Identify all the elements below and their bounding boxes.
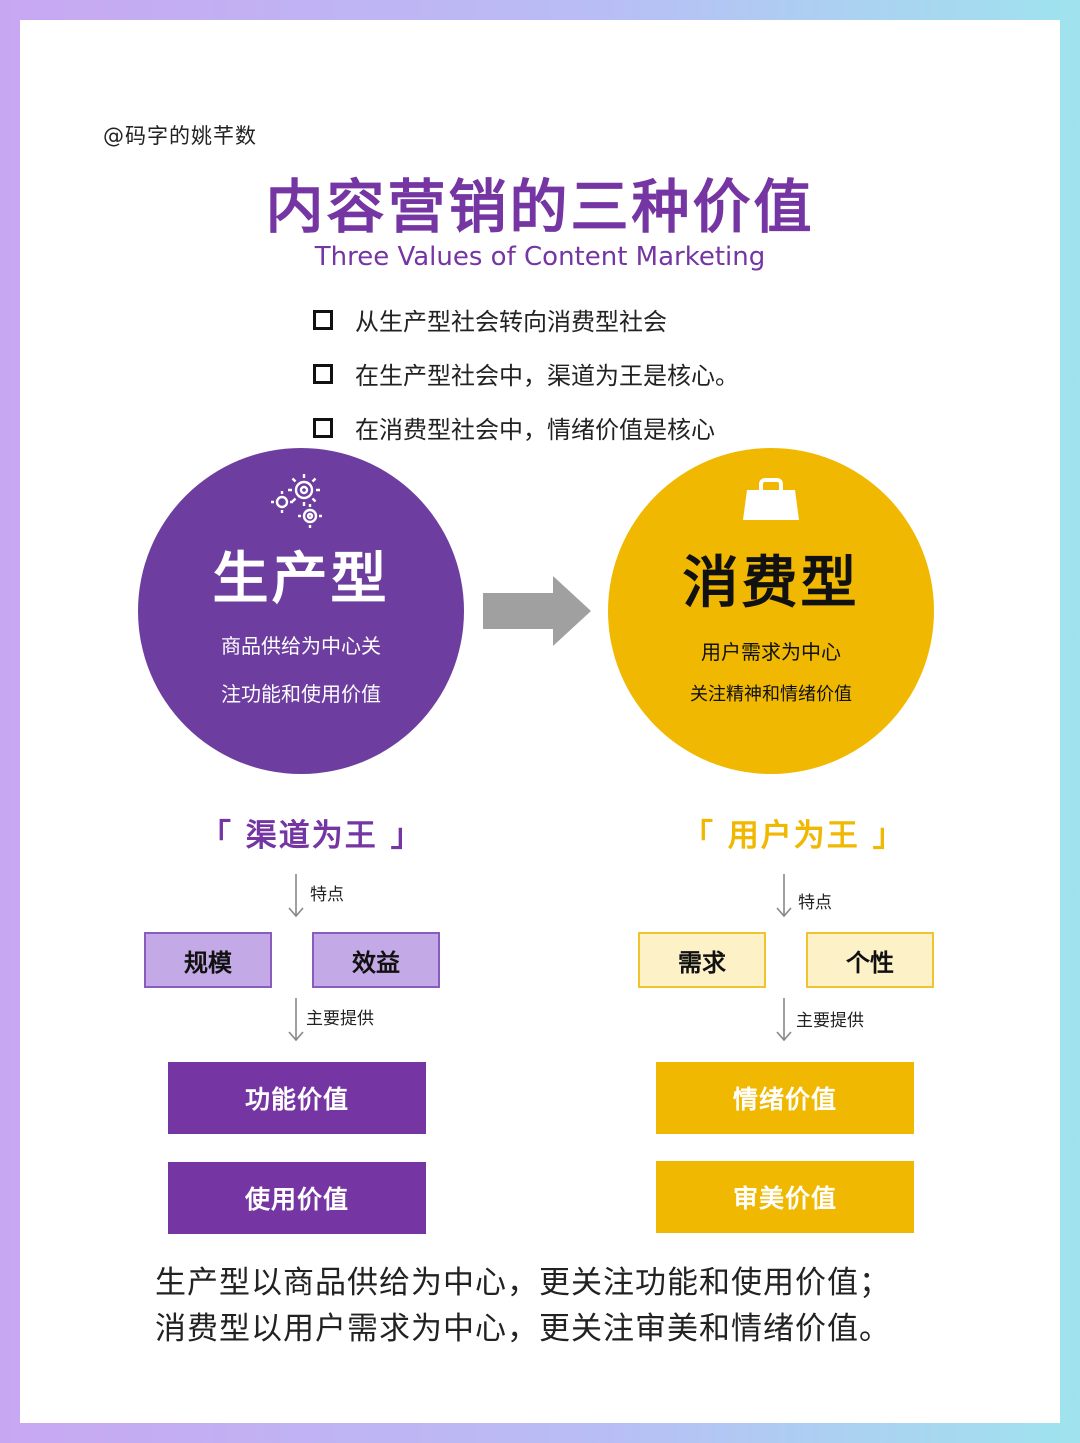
- bullet-item: 从生产型社会转向消费型社会: [313, 302, 667, 337]
- production-circle: 生产型 商品供给为中心关 注功能和使用价值: [138, 448, 464, 774]
- user-king-label: 「 用户为王 」: [682, 818, 906, 854]
- down-arrow-icon: [776, 998, 792, 1042]
- provide-label: 主要提供: [306, 1009, 374, 1029]
- feature-label: 特点: [798, 893, 832, 913]
- bullet-item: 在生产型社会中，渠道为王是核心。: [313, 356, 739, 391]
- checkbox-icon: [313, 309, 333, 330]
- author-watermark: @码字的姚芊数: [103, 124, 257, 148]
- gears-icon: [271, 474, 322, 528]
- checkbox-icon: [313, 363, 333, 384]
- down-arrow-icon: [288, 874, 304, 918]
- right-arrow-icon: [483, 576, 591, 646]
- feature-box-demand: 需求: [638, 932, 766, 988]
- consumption-desc-line1: 用户需求为中心: [701, 640, 841, 664]
- feature-box-scale: 规模: [144, 932, 272, 988]
- value-box-emotion: 情绪价值: [656, 1062, 914, 1134]
- summary-text: 生产型以商品供给为中心，更关注功能和使用价值； 消费型以用户需求为中心，更关注审…: [155, 1260, 891, 1352]
- checkbox-icon: [313, 417, 333, 438]
- down-arrow-icon: [776, 874, 792, 918]
- summary-line1: 生产型以商品供给为中心，更关注功能和使用价值；: [155, 1265, 891, 1301]
- feature-box-personality: 个性: [806, 932, 934, 988]
- feature-label: 特点: [310, 885, 344, 905]
- provide-label: 主要提供: [796, 1011, 864, 1031]
- value-box-use: 使用价值: [168, 1162, 426, 1234]
- production-desc-line1: 商品供给为中心关: [221, 634, 381, 658]
- summary-line2: 消费型以用户需求为中心，更关注审美和情绪价值。: [155, 1311, 891, 1347]
- consumption-circle: 消费型 用户需求为中心 关注精神和情绪价值: [608, 448, 934, 774]
- bullet-text: 在消费型社会中，情绪价值是核心: [355, 416, 715, 444]
- shopping-bag-icon: [743, 478, 799, 520]
- consumption-desc-line2: 关注精神和情绪价值: [690, 684, 852, 705]
- bullet-text: 从生产型社会转向消费型社会: [355, 308, 667, 336]
- infographic-card: @码字的姚芊数 内容营销的三种价值 Three Values of Conten…: [20, 20, 1060, 1423]
- page-title: 内容营销的三种价值: [265, 173, 815, 241]
- feature-box-benefit: 效益: [312, 932, 440, 988]
- production-desc-line2: 注功能和使用价值: [221, 682, 381, 706]
- value-box-function: 功能价值: [168, 1062, 426, 1134]
- channel-king-label: 「 渠道为王 」: [200, 818, 424, 854]
- production-title: 生产型: [212, 547, 390, 612]
- bullet-text: 在生产型社会中，渠道为王是核心。: [355, 362, 739, 390]
- bullet-item: 在消费型社会中，情绪价值是核心: [313, 410, 715, 445]
- value-box-aesthetic: 审美价值: [656, 1161, 914, 1233]
- page-subtitle: Three Values of Content Marketing: [314, 242, 766, 272]
- consumption-title: 消费型: [682, 551, 860, 616]
- down-arrow-icon: [288, 998, 304, 1042]
